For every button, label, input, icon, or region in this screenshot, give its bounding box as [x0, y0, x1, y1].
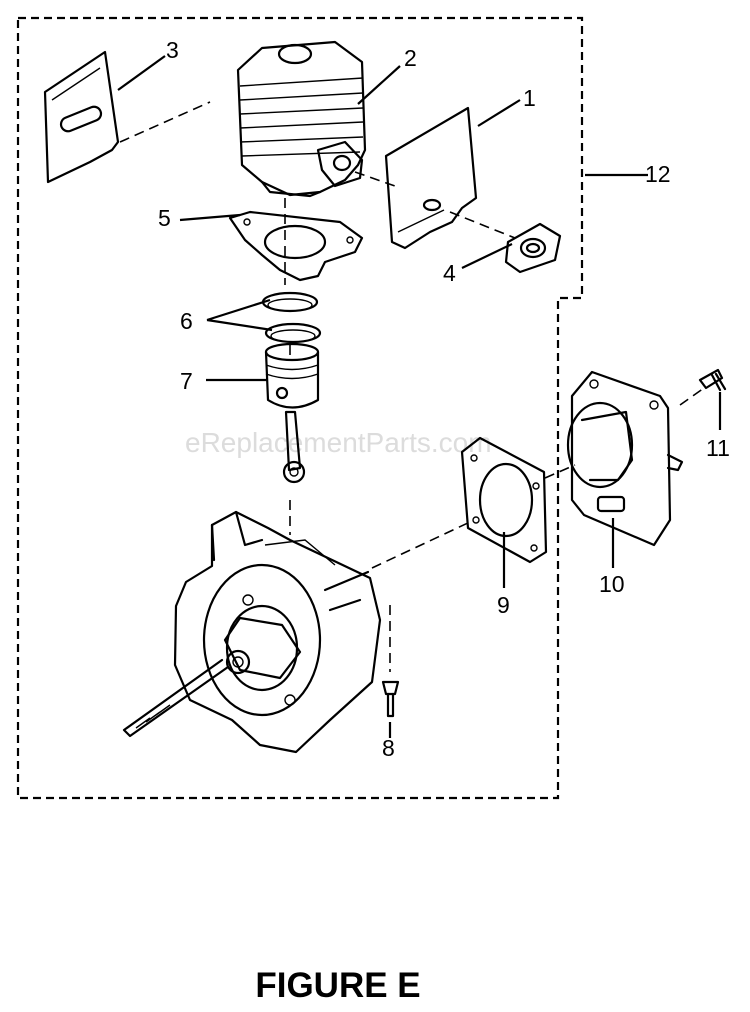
callout-4: 4: [443, 260, 456, 286]
part-9-gasket: [460, 436, 548, 564]
part-10-cover: [566, 370, 684, 547]
part-4-intake-gasket: [504, 222, 562, 274]
callout-2: 2: [404, 45, 417, 71]
callout-1: 1: [523, 85, 536, 111]
callout-12: 12: [645, 161, 671, 187]
alignment-lines: [119, 101, 705, 672]
callout-8: 8: [382, 735, 395, 761]
callout-3: 3: [166, 37, 179, 63]
crankcase: [122, 510, 382, 754]
part-7-piston: [264, 342, 320, 484]
watermark: eReplacementParts.com: [185, 427, 492, 458]
callout-11: 11: [706, 435, 730, 461]
figure-title: FIGURE E: [255, 966, 420, 1005]
callout-7: 7: [180, 368, 193, 394]
part-6-piston-rings: [261, 291, 322, 344]
callout-6: 6: [180, 308, 193, 334]
part-3-plate: [43, 50, 120, 184]
callout-9: 9: [497, 592, 510, 618]
part-1-gasket: [384, 106, 478, 250]
callout-5: 5: [158, 205, 171, 231]
part-8-bolt: [381, 680, 400, 718]
part-5-base-gasket: [228, 210, 364, 282]
part-2-cylinder: [236, 40, 367, 198]
part-11-screw: [698, 368, 727, 392]
leader-lines: [117, 55, 722, 738]
kit-boundary-frame: [16, 16, 584, 800]
callout-10: 10: [599, 571, 625, 597]
